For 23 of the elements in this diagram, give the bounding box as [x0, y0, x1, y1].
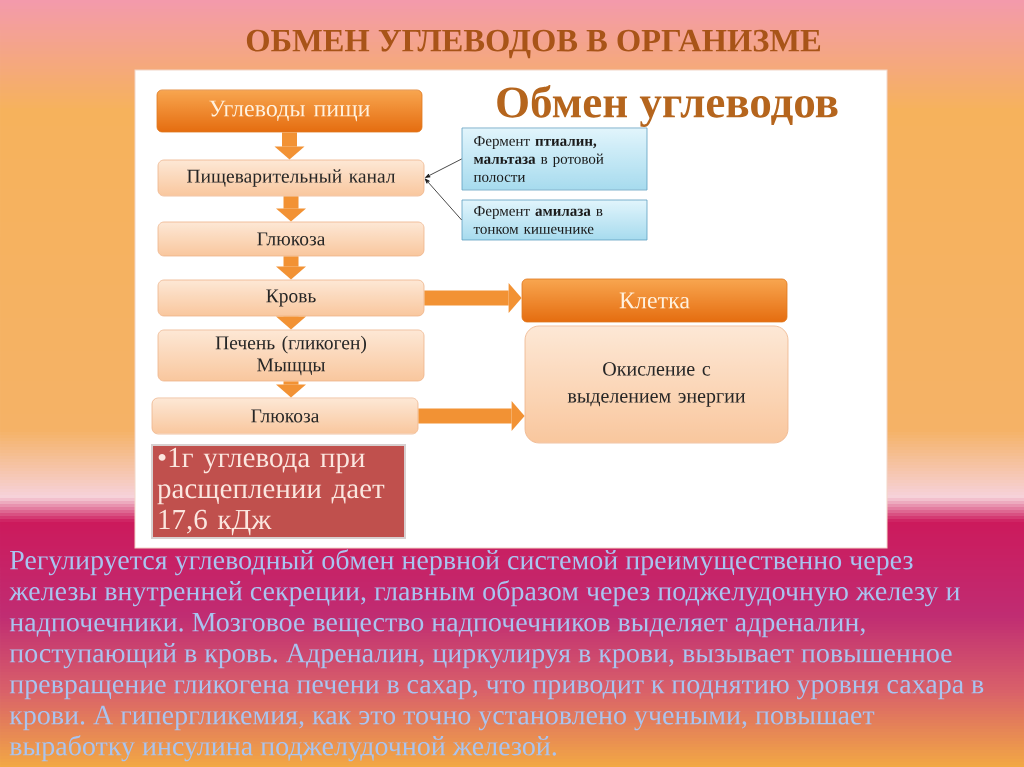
process-box: Кровь	[157, 279, 425, 317]
process-box: Пищеварительный канал	[157, 159, 425, 197]
header-box: Углеводы пищи	[156, 89, 423, 133]
paragraph: Регулируется углеводный обмен нервной системой преимущественно через железы внутренней секреции, главным образом через поджелудочную железу и надпочечники. Мозговое вещество надпочечников выделяет адреналин, поступающий в кровь. Адреналин, циркулируя в крови, вызывает повышенное превращение гликогена печени в сахар, что приводит к поднятию уровня сахара в крови. А гипергликемия, как это точно установлено учеными, повышает выработку инсулина поджелудочной железой.	[9, 549, 984, 762]
process-box: Глюкоза	[157, 221, 425, 257]
block-arrow	[424, 283, 522, 313]
header-box: Клетка	[521, 278, 788, 323]
block-arrow	[276, 316, 306, 330]
block-arrow	[274, 132, 305, 160]
process-box: Окисление с выделением энергии	[524, 325, 789, 444]
callout-box: Фермент амилаза в тонком кишечнике	[461, 199, 648, 241]
fact-box: •1г углевода при расщеплении дает 17,6 кДж	[151, 444, 406, 539]
arrow	[424, 178, 462, 221]
block-arrow	[418, 401, 525, 431]
process-box: Печень (гликоген) Мыщцы	[157, 329, 425, 382]
callout-box: Фермент птиалин, мальтаза в ротовой полости	[461, 127, 648, 191]
title: ОБМЕН УГЛЕВОДОВ В ОРГАНИЗМЕ	[246, 29, 821, 59]
heading: Обмен углеводов	[497, 85, 838, 127]
block-arrow	[276, 196, 306, 222]
arrow	[425, 158, 462, 178]
block-arrow	[276, 381, 306, 398]
process-box: Глюкоза	[151, 397, 419, 435]
block-arrow	[276, 256, 306, 280]
